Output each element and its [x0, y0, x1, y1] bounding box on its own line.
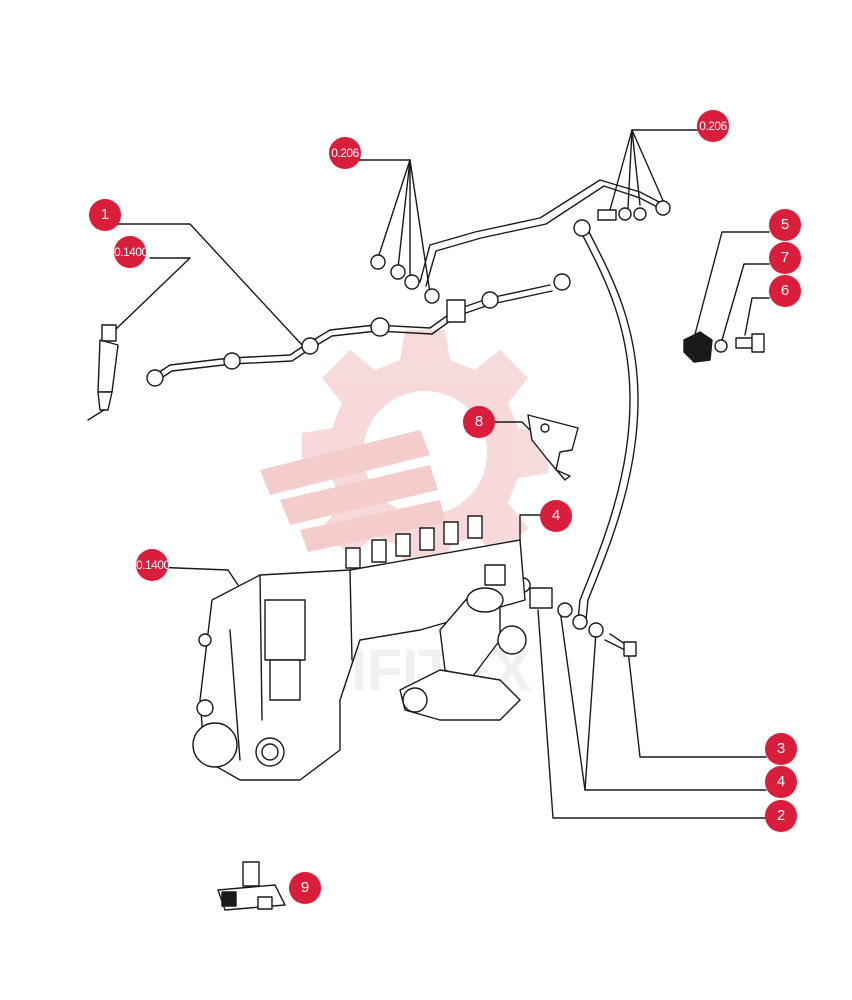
callout-badge-0-206-left[interactable]: 0.206	[329, 137, 361, 169]
injector-nozzle	[87, 324, 119, 421]
callout-badge-8[interactable]: 8	[463, 406, 495, 438]
injection-pipe-1	[146, 273, 571, 387]
callout-badge-4-lower[interactable]: 4	[765, 766, 797, 798]
callout-badge-0-1400-pump[interactable]: 0.1400	[136, 549, 170, 581]
callout-badge-4-upper[interactable]: 4	[540, 500, 572, 532]
callout-badge-6[interactable]: 6	[769, 275, 801, 307]
callout-badge-0-206-right[interactable]: 0.206	[697, 110, 729, 142]
callout-badge-9[interactable]: 9	[289, 872, 321, 904]
callout-badge-2[interactable]: 2	[765, 800, 797, 832]
callout-badge-7[interactable]: 7	[769, 242, 801, 274]
delivery-valves	[345, 515, 483, 569]
watermark-logo: HIFITEX	[260, 330, 548, 703]
leader-lines	[103, 129, 770, 819]
callout-badge-5[interactable]: 5	[769, 209, 801, 241]
return-pipe	[572, 219, 639, 657]
callout-badge-0-1400-injector[interactable]: 0.1400	[114, 236, 148, 268]
callout-badge-3[interactable]: 3	[765, 733, 797, 765]
part-9-clip	[217, 861, 286, 911]
injection-pump	[192, 515, 527, 781]
injection-pipe-2	[370, 179, 671, 304]
bracket	[527, 414, 579, 481]
callout-badge-1[interactable]: 1	[89, 199, 121, 231]
clamp-assembly	[683, 331, 765, 363]
